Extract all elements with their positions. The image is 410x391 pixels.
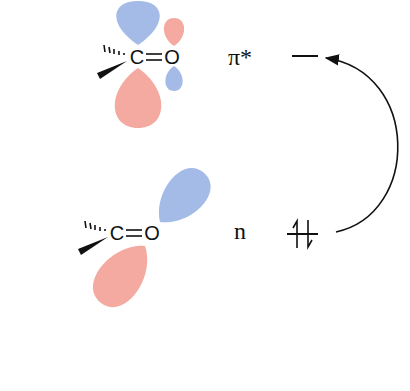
atom-label: C [130, 47, 144, 67]
n-orbital [84, 159, 220, 316]
orbital-label: π* [228, 45, 252, 69]
atom-label: O [144, 223, 160, 243]
pi-star-orbital [115, 1, 184, 128]
atom-label: O [164, 47, 180, 67]
atom-label: C [110, 223, 124, 243]
orbital-lobe [116, 1, 160, 45]
wedge-bond [97, 61, 127, 79]
electron-pair [293, 220, 312, 248]
transition-arrow [326, 58, 398, 232]
orbital-label: n [234, 219, 246, 243]
orbital-lobe [165, 66, 182, 91]
orbital-lobe [115, 68, 162, 128]
orbital-lobe [164, 18, 184, 46]
wedge-bond [78, 237, 108, 255]
energy-level [287, 233, 318, 235]
energy-level [292, 55, 318, 57]
